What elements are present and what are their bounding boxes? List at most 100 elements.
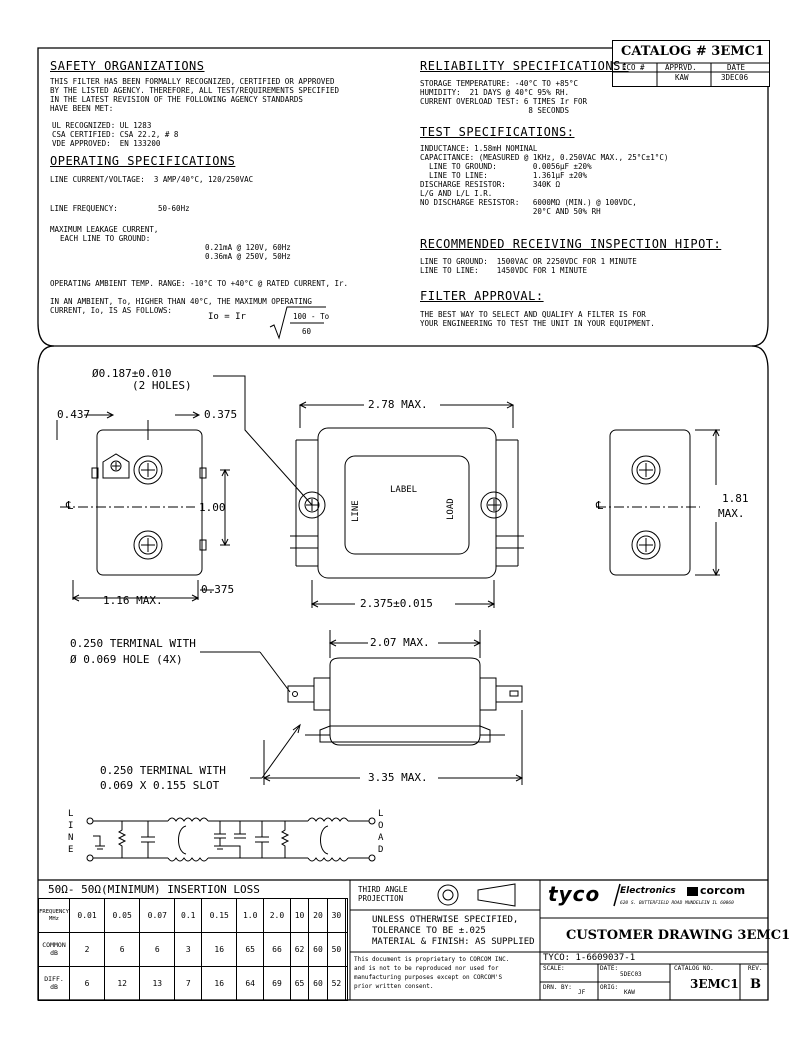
label-text: LABEL xyxy=(390,485,418,495)
catalog-no-value: 3EMC1 xyxy=(690,977,739,991)
hole-diameter: Ø0.187±0.010 xyxy=(92,367,172,380)
leakage-value-1: 0.21mA @ 120V, 60Hz xyxy=(205,243,291,252)
safety-heading: SAFETY ORGANIZATIONS xyxy=(50,59,205,73)
corcom-square-icon xyxy=(687,887,698,896)
orig-value: KAW xyxy=(624,989,635,996)
safety-body-4: HAVE BEEN MET: xyxy=(50,104,114,113)
catalog-title: CATALOG # 3EMC1 xyxy=(621,44,765,59)
table-cell: 2.0 xyxy=(263,898,291,933)
proprietary-2: and is not to be reproduced nor used for xyxy=(354,965,499,972)
rev-value: B xyxy=(750,977,761,992)
sch-line-l: L xyxy=(68,809,74,819)
test-line-5: DISCHARGE RESISTOR: 340K Ω xyxy=(420,180,560,189)
agency-ul: UL RECOGNIZED: UL 1283 xyxy=(52,121,152,130)
hipot-line-2: LINE TO LINE: 1450VDC FOR 1 MINUTE xyxy=(420,266,588,275)
logo-divider xyxy=(613,883,621,907)
scale-label: SCALE: xyxy=(543,965,565,972)
leakage-label-1: MAXIMUM LEAKAGE CURRENT, xyxy=(50,225,159,234)
sch-load-l: L xyxy=(378,809,384,819)
proprietary-3: manufacturing purposes except on CORCOM'… xyxy=(354,974,503,981)
table-cell: 64 xyxy=(236,966,265,1001)
table-cell: 0.05 xyxy=(104,898,141,933)
ambient-text-2: CURRENT, Io, IS AS FOLLOWS: xyxy=(50,306,172,315)
terminal-hole-2: Ø 0.069 HOLE (4X) xyxy=(70,653,183,666)
safety-body-2: BY THE LISTED AGENCY. THEREFORE, ALL TES… xyxy=(50,86,339,95)
proprietary-4: prior written consent. xyxy=(354,983,434,990)
holes-count: (2 HOLES) xyxy=(132,379,192,392)
table-cell: 12 xyxy=(104,966,141,1001)
sch-load-a: A xyxy=(378,833,384,843)
dim-181-max: MAX. xyxy=(718,507,745,520)
orig-label: ORIG: xyxy=(600,984,619,991)
table-cell: 6 xyxy=(68,966,106,1001)
leakage-value-2: 0.36mA @ 250V, 50Hz xyxy=(205,252,291,261)
dim-335: 3.35 MAX. xyxy=(368,771,428,784)
sch-load-d: D xyxy=(378,845,384,855)
apprvd-value: KAW xyxy=(675,73,689,82)
corcom-logo: corcom xyxy=(700,884,746,897)
reliability-line-1: STORAGE TEMPERATURE: -40°C TO +85°C xyxy=(420,79,579,88)
dim-100: 1.00 xyxy=(199,501,226,514)
table-row: DIFF.dB 6 12 13 7 16 64 69 65 60 52 xyxy=(38,966,348,1001)
sqrt-symbol xyxy=(269,306,326,340)
projection-2: PROJECTION xyxy=(358,894,404,903)
table-cell: 16 xyxy=(201,966,238,1001)
tyco-logo: tyco xyxy=(548,882,601,906)
date-header: DATE xyxy=(727,63,746,72)
end-view-body xyxy=(96,429,203,576)
centerline-left: ℄ xyxy=(66,499,74,512)
table-cell: 0.01 xyxy=(68,898,106,933)
agency-csa: CSA CERTIFIED: CSA 22.2, # 8 xyxy=(52,130,179,139)
test-line-6: L/G AND L/L I.R. xyxy=(420,189,493,198)
apprvd-header: APPRVD. xyxy=(665,63,697,72)
dim-207: 2.07 MAX. xyxy=(370,636,430,649)
frequency-label: LINE FREQUENCY: xyxy=(50,204,118,213)
date-label: DATE: xyxy=(600,965,619,972)
approval-heading: FILTER APPROVAL: xyxy=(420,289,544,303)
reliability-line-4: 8 SECONDS xyxy=(420,106,570,115)
table-cell: 6 xyxy=(104,932,141,967)
test-line-1: INDUCTANCE: 1.58mH NOMINAL xyxy=(420,144,538,153)
terminal-slot-1: 0.250 TERMINAL WITH xyxy=(100,764,226,777)
formula-numerator: 100 - To xyxy=(293,312,330,321)
ambient-range: OPERATING AMBIENT TEMP. RANGE: -10°C TO … xyxy=(50,279,349,288)
test-line-3: LINE TO GROUND: 0.0056µF ±20% xyxy=(420,162,592,171)
table-cell: 65 xyxy=(289,966,310,1001)
row-label: DIFF.dB xyxy=(38,966,70,1001)
tyco-number: TYCO: 1-6609037-1 xyxy=(543,953,636,963)
drawn-by-value: JF xyxy=(578,989,586,996)
test-line-4: LINE TO LINE: 1.361µF ±20% xyxy=(420,171,588,180)
safety-body-3: IN THE LATEST REVISION OF THE FOLLOWING … xyxy=(50,95,303,104)
drawn-by-label: DRN. BY: xyxy=(543,984,572,991)
table-cell: 7 xyxy=(174,966,203,1001)
table-cell: 60 xyxy=(308,966,328,1001)
document-title: CUSTOMER DRAWING 3EMC1 xyxy=(566,928,791,943)
operating-heading: OPERATING SPECIFICATIONS xyxy=(50,154,236,168)
dim-2375: 2.375±0.015 xyxy=(360,597,433,610)
centerline-right: ℄ xyxy=(596,499,604,512)
rev-label: REV. xyxy=(748,965,763,972)
formula-lhs: Io = Ir xyxy=(208,312,246,322)
ambient-text-1: IN AN AMBIENT, To, HIGHER THAN 40°C, THE… xyxy=(50,297,312,306)
projection-1: THIRD ANGLE xyxy=(358,885,408,894)
table-cell xyxy=(345,966,348,1001)
dim-0437: 0.437 xyxy=(57,408,91,421)
electronics-text: Electronics xyxy=(620,886,676,896)
frequency-value: 50-60Hz xyxy=(158,204,190,213)
line-current-voltage: LINE CURRENT/VOLTAGE: 3 AMP/40°C, 120/25… xyxy=(50,175,254,184)
hipot-line-1: LINE TO GROUND: 1500VAC OR 2250VDC FOR 1… xyxy=(420,257,637,266)
test-line-2: CAPACITANCE: (MEASURED @ 1KHz, 0.250VAC … xyxy=(420,153,669,162)
proprietary-1: This document is proprietary to CORCOM I… xyxy=(354,956,510,963)
date-value: 5DEC03 xyxy=(620,971,642,978)
test-heading: TEST SPECIFICATIONS: xyxy=(420,125,575,139)
terminal-slot-2: 0.069 X 0.155 SLOT xyxy=(100,779,220,792)
table-cell: 2 xyxy=(68,932,106,967)
approval-line-1: THE BEST WAY TO SELECT AND QUALIFY A FIL… xyxy=(420,310,646,319)
tolerance-3: MATERIAL & FINISH: AS SUPPLIED xyxy=(372,937,535,947)
table-cell: 52 xyxy=(326,966,347,1001)
tolerance-1: UNLESS OTHERWISE SPECIFIED, xyxy=(372,915,519,925)
